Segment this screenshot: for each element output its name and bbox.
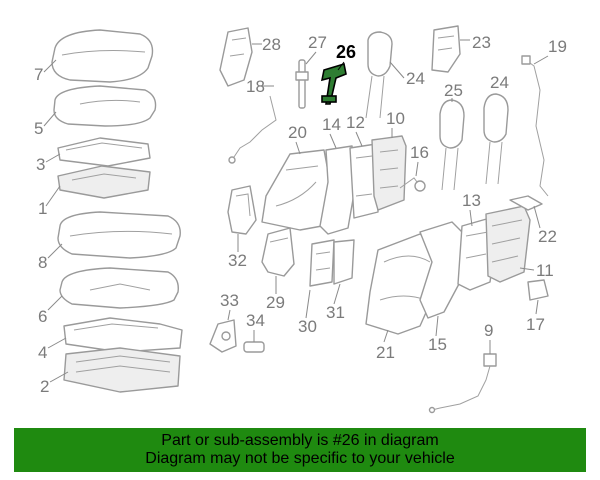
- callout-28: 28: [262, 35, 281, 54]
- part-23-side-panel[interactable]: [431, 25, 461, 73]
- callout-18: 18: [246, 77, 265, 96]
- part-24-headrest-top[interactable]: [365, 31, 393, 119]
- part-34-bolt[interactable]: [243, 341, 265, 353]
- callout-11: 11: [536, 261, 554, 280]
- footer-banner: Part or sub-assembly is #26 in diagram D…: [14, 428, 586, 472]
- callout-7: 7: [34, 65, 43, 84]
- callout-1: 1: [38, 199, 47, 218]
- callout-20: 20: [288, 123, 307, 142]
- callout-27: 27: [308, 33, 327, 52]
- part-32-side-trim[interactable]: [227, 185, 257, 235]
- seat-parts-diagram: 7 5 3 1 8 6 4 2 28 18 27 26 24: [34, 25, 567, 414]
- callout-19: 19: [548, 37, 567, 56]
- part-24-headrest-right[interactable]: [483, 93, 509, 185]
- callout-32: 32: [228, 251, 247, 270]
- callout-4: 4: [38, 343, 47, 362]
- part-18-cable[interactable]: [228, 95, 277, 164]
- part-4-lower-frame[interactable]: [63, 317, 183, 353]
- callout-16: 16: [410, 143, 429, 162]
- callout-24-right: 24: [490, 73, 509, 92]
- footer-line-1: Part or sub-assembly is #26 in diagram: [161, 432, 439, 449]
- part-5-cushion-pad[interactable]: [53, 85, 157, 127]
- callout-24-top: 24: [406, 69, 425, 88]
- part-10-seatback-panel[interactable]: [371, 135, 407, 211]
- part-33-bracket[interactable]: [209, 319, 237, 353]
- part-19-wire-harness[interactable]: [521, 55, 549, 197]
- callout-10: 10: [386, 109, 405, 128]
- part-9-belt-strap[interactable]: [428, 353, 497, 414]
- callout-17: 17: [526, 315, 545, 334]
- part-7-cushion-cover[interactable]: [51, 29, 154, 83]
- callout-9: 9: [484, 321, 493, 340]
- part-17-cover[interactable]: [527, 279, 549, 301]
- part-6-lower-pad[interactable]: [59, 267, 179, 309]
- part-27-headrest-guide[interactable]: [295, 59, 309, 109]
- part-26-highlighted[interactable]: [320, 62, 347, 105]
- callout-30: 30: [298, 317, 317, 336]
- callout-13: 13: [462, 191, 481, 210]
- callout-22: 22: [538, 227, 557, 246]
- callout-21: 21: [376, 343, 395, 362]
- callout-6: 6: [38, 307, 47, 326]
- callout-3: 3: [36, 155, 45, 174]
- part-28-trim-piece[interactable]: [219, 27, 253, 87]
- part-25-headrest[interactable]: [439, 99, 465, 191]
- callout-25: 25: [444, 81, 463, 100]
- part-3-cushion-frame[interactable]: [57, 137, 151, 167]
- callout-14: 14: [322, 115, 341, 134]
- part-30-panel[interactable]: [309, 239, 335, 287]
- part-16-latch[interactable]: [399, 177, 426, 192]
- footer-line-2: Diagram may not be specific to your vehi…: [145, 450, 455, 467]
- callout-2: 2: [40, 377, 49, 396]
- callout-23: 23: [472, 33, 491, 52]
- part-1-cushion-base[interactable]: [57, 165, 151, 199]
- part-31-panel[interactable]: [333, 239, 355, 285]
- callout-34: 34: [246, 311, 265, 330]
- part-29-back-panel[interactable]: [261, 227, 295, 277]
- callout-26: 26: [336, 42, 356, 62]
- part-12-seatback-frame[interactable]: [349, 143, 379, 219]
- callout-33: 33: [220, 291, 239, 310]
- callout-15: 15: [428, 335, 447, 354]
- part-2-seat-track-base[interactable]: [63, 347, 181, 393]
- callout-8: 8: [38, 253, 47, 272]
- part-11-rear-frame-panel[interactable]: [485, 205, 531, 283]
- callout-12: 12: [346, 113, 365, 132]
- callout-5: 5: [34, 119, 43, 138]
- part-20-seatback-cover[interactable]: [261, 149, 331, 231]
- callout-31: 31: [326, 303, 345, 322]
- part-8-lower-cushion[interactable]: [57, 211, 181, 259]
- callout-29: 29: [266, 293, 285, 312]
- part-15-seatback-pad[interactable]: [419, 221, 467, 319]
